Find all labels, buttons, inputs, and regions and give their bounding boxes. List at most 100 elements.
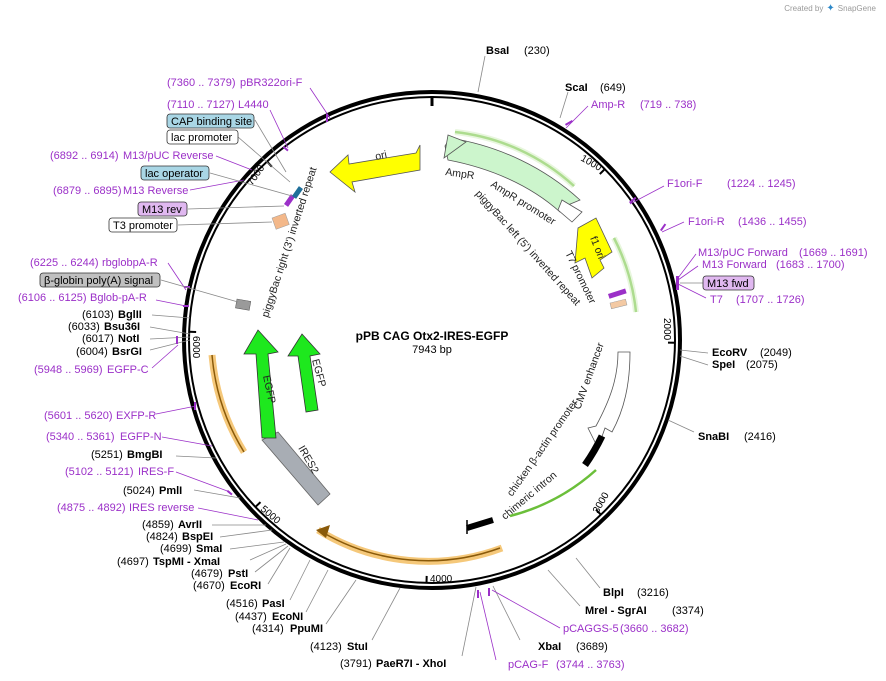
primer-ires-f[interactable]: (5102 .. 5121) IRES-F xyxy=(65,466,233,496)
svg-text:M13 fwd: M13 fwd xyxy=(707,278,749,290)
primer-t7[interactable]: T7 (1707 .. 1726) xyxy=(676,276,805,306)
enzyme-xhoi[interactable]: (3791) PaeR7I - XhoI xyxy=(340,586,477,670)
enzyme-smai[interactable]: (4699) SmaI xyxy=(160,541,285,555)
enzyme-bglii[interactable]: (6103) BglII xyxy=(82,309,191,321)
scale-tick xyxy=(599,168,606,175)
svg-text:PmlI: PmlI xyxy=(159,485,182,497)
scale-tick xyxy=(254,501,262,508)
otx2-orf-shadow xyxy=(316,527,504,565)
svg-text:(6106 .. 6125): (6106 .. 6125) xyxy=(18,292,87,304)
enzyme-noti[interactable]: (6017) NotI xyxy=(82,333,191,345)
pb-right-label: piggyBac right (3') inverted repeat xyxy=(259,166,319,319)
primer-pbr322ori-f[interactable]: (7360 .. 7379) pBR322ori-F xyxy=(167,77,331,122)
enzyme-avrii[interactable]: (4859) AvrII xyxy=(142,519,266,531)
enzyme-bsrgi[interactable]: (6004) BsrGI xyxy=(76,339,191,358)
enzyme-labels-right: BsaI (230) ScaI (649) EcoRV (2049) SpeI … xyxy=(477,45,792,653)
svg-text:(5601 .. 5620): (5601 .. 5620) xyxy=(44,410,113,422)
svg-text:ScaI: ScaI xyxy=(565,82,588,94)
primer-pcag-f[interactable]: pCAG-F (3744 .. 3763) xyxy=(477,590,625,671)
primer-rbglobpa-r[interactable]: (6225 .. 6244) rbglobpA-R xyxy=(30,257,190,291)
primer-f1ori-r[interactable]: F1ori-R (1436 .. 1455) xyxy=(660,216,807,233)
svg-text:pBR322ori-F: pBR322ori-F xyxy=(240,77,303,89)
enzyme-psti[interactable]: (4679) PstI xyxy=(191,545,289,580)
svg-text:Bsu36I: Bsu36I xyxy=(104,321,140,333)
primer-m13-forward[interactable]: M13 Forward (1683 .. 1700) xyxy=(677,259,845,281)
box-t3-promoter[interactable]: T3 promoter xyxy=(108,217,273,233)
primer-egfp-n[interactable]: (5340 .. 5361) EGFP-N xyxy=(46,431,213,447)
primer-m13-puc-forward[interactable]: M13/pUC Forward (1669 .. 1691) xyxy=(677,247,868,279)
primer-f1ori-f[interactable]: F1ori-F (1224 .. 1245) xyxy=(628,178,796,205)
enzyme-bsai[interactable]: BsaI (230) xyxy=(477,45,550,93)
enzyme-pasi[interactable]: (4516) PasI xyxy=(226,559,311,610)
enzyme-stui[interactable]: (4123) StuI xyxy=(310,587,401,653)
cba-promoter-feature[interactable] xyxy=(582,434,606,468)
svg-text:(6225 .. 6244): (6225 .. 6244) xyxy=(30,257,99,269)
enzyme-xbai[interactable]: XbaI (3689) xyxy=(492,585,608,653)
primer-bglob-pa-r[interactable]: (6106 .. 6125) Bglob-pA-R xyxy=(18,292,189,307)
bglobin-polya-feature[interactable] xyxy=(235,298,252,311)
svg-text:(4859): (4859) xyxy=(142,519,174,531)
otx2-orf-arc xyxy=(321,531,501,562)
svg-text:F1ori-R: F1ori-R xyxy=(688,216,725,228)
svg-text:L4440: L4440 xyxy=(238,99,269,111)
svg-text:EXFP-R: EXFP-R xyxy=(116,410,156,422)
enzyme-spei[interactable]: SpeI (2075) xyxy=(679,355,778,371)
primer-pcaggs-5[interactable]: pCAGGS-5 (3660 .. 3682) xyxy=(488,588,689,635)
egfp-label: EGFP xyxy=(260,374,278,404)
enzyme-econi[interactable]: (4437) EcoNI xyxy=(235,569,329,623)
ampr-promoter-feature[interactable] xyxy=(557,199,583,223)
box-cap-binding-site[interactable]: CAP binding site xyxy=(166,113,287,173)
primer-exfp-r[interactable]: (5601 .. 5620) EXFP-R xyxy=(44,402,197,422)
ampr-feature[interactable] xyxy=(444,137,581,213)
enzyme-bmgbi[interactable]: (5251) BmgBI xyxy=(91,449,217,461)
m13-rev-mark xyxy=(284,194,295,207)
svg-text:SpeI: SpeI xyxy=(712,359,735,371)
enzyme-xmai[interactable]: (4697) TspMI - XmaI xyxy=(117,543,287,568)
f1-ori-feature[interactable] xyxy=(574,217,613,279)
ori-feature[interactable] xyxy=(329,144,421,194)
svg-text:pCAGGS-5: pCAGGS-5 xyxy=(563,623,619,635)
ori-label: ori xyxy=(374,149,388,163)
enzyme-ecori[interactable]: (4670) EcoRI xyxy=(193,547,291,592)
enzyme-blpi[interactable]: BlpI (3216) xyxy=(575,557,669,599)
svg-text:XbaI: XbaI xyxy=(538,641,561,653)
chimeric-intron-feature[interactable] xyxy=(466,517,494,531)
enzyme-ecorv[interactable]: EcoRV (2049) xyxy=(679,347,792,359)
primer-amp-r[interactable]: Amp-R (719 .. 738) xyxy=(565,99,696,129)
credit-brand: SnapGene xyxy=(837,4,876,13)
cmv-enhancer-feature[interactable] xyxy=(587,351,631,450)
primer-ires-reverse[interactable]: (4875 .. 4892) IRES reverse xyxy=(57,502,259,521)
f1-orf-arc-shadow xyxy=(611,236,639,313)
svg-text:(3689): (3689) xyxy=(576,641,608,653)
enzyme-bspei[interactable]: (4824) BspEI xyxy=(146,529,273,543)
enzyme-scai[interactable]: ScaI (649) xyxy=(559,82,626,119)
primer-egfp-c[interactable]: (5948 .. 5969) EGFP-C xyxy=(34,336,179,376)
box-m13-fwd[interactable]: M13 fwd xyxy=(680,275,755,291)
left-orf-shadow xyxy=(208,354,247,454)
enzyme-snabi[interactable]: SnaBI (2416) xyxy=(667,419,776,443)
svg-text:(6033): (6033) xyxy=(68,321,100,333)
egfp-feature[interactable] xyxy=(243,329,279,439)
box-lac-operator[interactable]: lac operator xyxy=(140,165,293,197)
svg-text:(4670): (4670) xyxy=(193,580,225,592)
enzyme-ppumi[interactable]: (4314) PpuMI xyxy=(252,579,357,635)
primer-m13-reverse[interactable]: (6879 .. 6895) M13 Reverse xyxy=(53,179,245,197)
svg-text:pCAG-F: pCAG-F xyxy=(508,659,549,671)
svg-text:(4437): (4437) xyxy=(235,611,267,623)
svg-text:M13/pUC Forward: M13/pUC Forward xyxy=(698,247,788,259)
tick-6000: 6000 xyxy=(190,336,201,359)
enzyme-srgai[interactable]: MreI - SgrAI (3374) xyxy=(547,569,704,617)
svg-text:SnaBI: SnaBI xyxy=(698,431,729,443)
primer-l4440[interactable]: (7110 .. 7127) L4440 xyxy=(167,99,289,152)
primer-m13-puc-reverse[interactable]: (6892 .. 6914) M13/pUC Reverse xyxy=(50,150,253,171)
box-m13-rev[interactable]: M13 rev xyxy=(137,201,285,217)
box-lac-promoter[interactable]: lac promoter xyxy=(166,129,291,183)
svg-text:(6004): (6004) xyxy=(76,346,108,358)
enzyme-bsu36i[interactable]: (6033) Bsu36I xyxy=(68,321,191,335)
svg-text:EcoNI: EcoNI xyxy=(272,611,303,623)
egfp-fragment-feature[interactable] xyxy=(287,333,321,413)
box-beta-globin-polya[interactable]: β-globin poly(A) signal xyxy=(39,272,239,303)
svg-text:BlpI: BlpI xyxy=(603,587,624,599)
enzyme-pmli[interactable]: (5024) PmlI xyxy=(123,485,241,499)
